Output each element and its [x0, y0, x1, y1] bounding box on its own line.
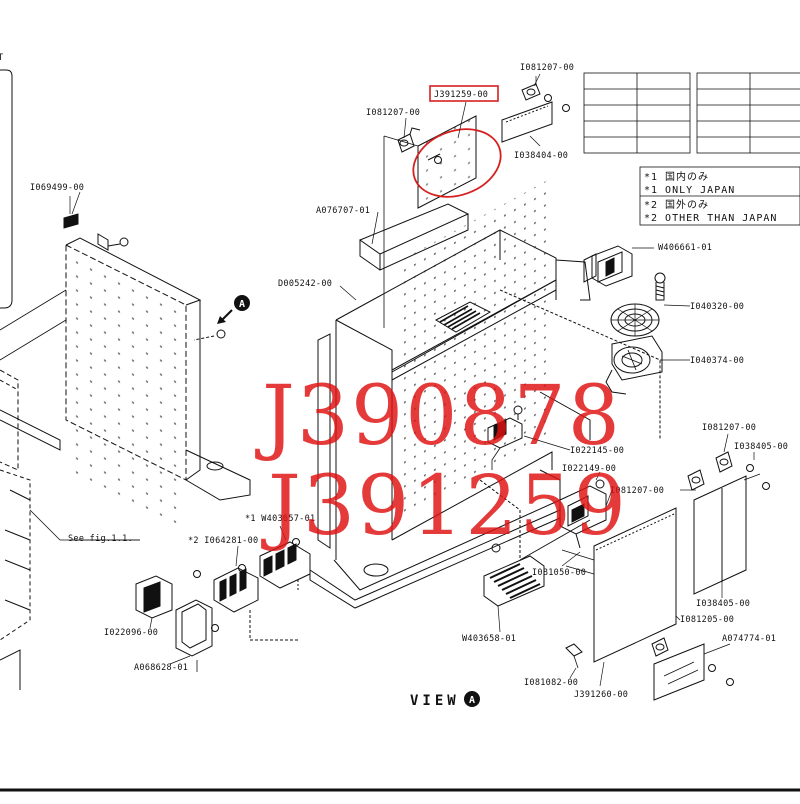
- standoff-i081207-right: [715, 451, 754, 473]
- plate-i038405: [693, 473, 770, 595]
- screw-tall: [654, 272, 666, 301]
- highlighted-part-label: J391259-00: [434, 90, 488, 100]
- label-i081207-mid: I081207-00: [610, 486, 664, 496]
- label-i022096: I022096-00: [104, 628, 158, 638]
- label-w403658: W403658-01: [462, 634, 516, 644]
- label-j391260: J391260-00: [574, 690, 628, 700]
- note-1-en: *1 ONLY JAPAN: [644, 185, 735, 196]
- see-figure-reference: See fig.1.1.: [68, 534, 133, 544]
- plate-i038404: [501, 101, 553, 143]
- relay-i022145: [487, 405, 523, 470]
- label-w403657: *1 W403657-01: [245, 514, 315, 524]
- clip-i069499: [63, 196, 79, 229]
- relay-i022149: [559, 479, 607, 549]
- heatsink-w403658: [483, 543, 545, 607]
- note-2-jp: *2 国外のみ: [644, 199, 709, 211]
- label-d005242: D005242-00: [278, 279, 332, 289]
- label-i022149: I022149-00: [562, 464, 616, 474]
- view-a-reference-marker: A: [217, 295, 250, 324]
- label-i038404: I038404-00: [514, 151, 568, 161]
- highlight-box: [429, 85, 499, 102]
- label-i040374: I040374-00: [690, 356, 744, 366]
- fan-i040374: [605, 335, 663, 395]
- standoff-i081205: [651, 637, 669, 657]
- panel-j391260: [561, 507, 677, 663]
- window-a074774: [653, 643, 734, 701]
- terminal-block-w403657: [259, 538, 311, 590]
- reference-table-left: [583, 72, 691, 154]
- label-i022145: I022145-00: [570, 446, 624, 456]
- filter-i022096: [135, 570, 201, 619]
- partial-header-text: T: [0, 53, 3, 63]
- label-i038405-a: I038405-00: [734, 442, 788, 452]
- label-i069499: I069499-00: [30, 183, 84, 193]
- label-w406661: W406661-01: [658, 243, 712, 253]
- watermark-line-1: J390878: [255, 369, 622, 464]
- view-marker-letter: A: [469, 695, 475, 706]
- label-i081207-right: I081207-00: [702, 423, 756, 433]
- screw-left-panel: [107, 237, 129, 247]
- label-i038405-b: I038405-00: [696, 599, 750, 609]
- watermark-line-2: J391259: [261, 459, 628, 554]
- label-a074774: A074774-01: [722, 634, 776, 644]
- ref-marker-letter: A: [239, 299, 245, 310]
- leader-lines: [70, 73, 755, 687]
- notes-box: [639, 166, 800, 226]
- breaker-i064281: [213, 564, 300, 641]
- label-i064281: *2 I064281-00: [188, 536, 258, 546]
- label-a068628: A068628-01: [134, 663, 188, 673]
- label-i081207-top: I081207-00: [520, 63, 574, 73]
- transformer-w406661: [583, 245, 633, 287]
- view-a-marker: A: [464, 691, 480, 707]
- reference-table-right: [696, 72, 800, 154]
- standoff-i081207-left: [397, 127, 421, 153]
- standoff-i081207-top: [521, 76, 570, 112]
- main-chassis: [309, 178, 661, 609]
- note-2-en: *2 OTHER THAN JAPAN: [644, 213, 777, 224]
- screw-view-a: [193, 329, 226, 341]
- highlight-circle: [412, 128, 502, 198]
- label-i081205: I081205-00: [680, 615, 734, 625]
- left-partial-frame: [0, 69, 800, 792]
- side-panel-drawing: [0, 233, 251, 541]
- fan-guard-i040320: [610, 303, 660, 337]
- cover-a068628: [175, 599, 219, 672]
- hinge-i081082: [565, 643, 583, 669]
- note-1-jp: *1 国内のみ: [644, 170, 709, 183]
- standoff-i081207-mid: [687, 469, 705, 491]
- view-label: VIEW: [410, 693, 460, 709]
- label-i081082: I081082-00: [524, 678, 578, 688]
- label-i040320: I040320-00: [690, 302, 744, 312]
- label-a076707: A076707-01: [316, 206, 370, 216]
- label-i081207-left: I081207-00: [366, 108, 420, 118]
- label-i081050: I081050-00: [532, 568, 586, 578]
